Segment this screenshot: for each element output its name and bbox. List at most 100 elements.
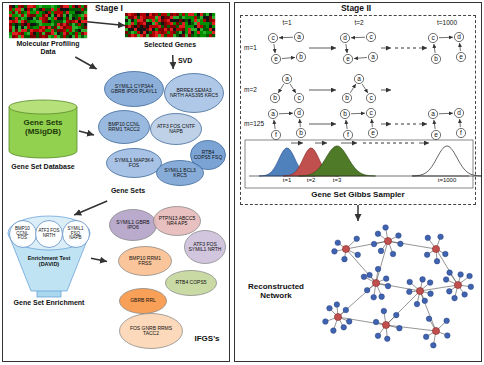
axis-label: t=2 bbox=[344, 19, 374, 26]
state-circle: f bbox=[343, 130, 353, 140]
text-holder: t=1000 bbox=[429, 177, 465, 184]
heatmap-image-text: Molecular Profiling Data bbox=[9, 40, 87, 55]
state-circle-text: f bbox=[343, 131, 353, 138]
text-holder: c bbox=[268, 34, 278, 41]
text-holder: c bbox=[294, 94, 304, 101]
state-circle: e bbox=[271, 54, 281, 64]
transition-arrow bbox=[346, 120, 347, 129]
gene-set-ellipse-text: ATF3 FOS CNTF NAPB bbox=[155, 124, 197, 135]
gene-set-ellipse: SYMIL1 CYP3A4 GBRB IPO6 PLAYL1 bbox=[104, 71, 164, 107]
transition-arrow bbox=[459, 119, 461, 127]
gene-set-ellipse: GBRB RRL bbox=[119, 288, 167, 314]
state-circle: a bbox=[368, 52, 378, 62]
state-circle: a bbox=[282, 74, 292, 84]
state-circle-text: b bbox=[342, 94, 352, 101]
state-circle: d bbox=[454, 32, 464, 42]
gene-set-ellipse-text: RTB4 COPS5 FSQ bbox=[194, 150, 223, 161]
gene-set-ellipse: SYMIL1 FSQ NAPB bbox=[62, 220, 90, 248]
axis-label: t=1 bbox=[272, 19, 302, 26]
state-circle: c bbox=[268, 33, 278, 43]
gene-set-ellipse-text: SYMIL1 GBRB IPO6 bbox=[114, 220, 152, 231]
enrichment-funnel: Enrichment Test (DAVID) Gene Set Enrichme… bbox=[7, 215, 91, 311]
text-holder: a bbox=[268, 110, 278, 117]
state-circle: a bbox=[428, 109, 438, 119]
text-holder: f bbox=[456, 129, 466, 136]
stage-panel-text: Stage I bbox=[91, 4, 127, 13]
state-circle-text: c bbox=[366, 33, 376, 40]
sampler-figure bbox=[241, 16, 475, 204]
text-holder: a bbox=[282, 75, 292, 82]
text-holder: b bbox=[431, 55, 441, 62]
text-holder: IFGS's bbox=[189, 335, 225, 344]
transition-arrow bbox=[351, 113, 365, 115]
text-holder: m=2 bbox=[244, 86, 268, 93]
text-holder: e bbox=[431, 131, 441, 138]
state-circle: d bbox=[294, 108, 304, 118]
heat2-shape bbox=[125, 13, 215, 55]
gene-set-ellipse: SYMIL1 MAP3K4 FOS bbox=[106, 148, 162, 178]
transition-arrow bbox=[290, 84, 296, 93]
state-circle-text: e bbox=[271, 55, 281, 62]
state-circle-text: b bbox=[296, 129, 306, 136]
gene-set-ellipse: SYMIL1 GBRB IPO6 bbox=[109, 209, 157, 241]
text-holder: Molecular Profiling Data bbox=[9, 40, 87, 55]
text-holder: PTPN13 ABCC5 NR4 AP5 bbox=[158, 216, 196, 227]
text-holder: e bbox=[343, 55, 353, 62]
text-holder: BMP10 RRM1 FRSS bbox=[124, 256, 167, 267]
text-holder: d bbox=[454, 33, 464, 40]
state-circle-text: d bbox=[294, 109, 304, 116]
text-holder: a bbox=[368, 53, 378, 60]
state-circle-text: f bbox=[271, 131, 281, 138]
state-circle: e bbox=[431, 130, 441, 140]
state-circle: d bbox=[340, 33, 350, 43]
gene-set-ellipse-text: BMP10 RRM1 FRSS bbox=[124, 256, 167, 267]
state-circle-text: f bbox=[456, 129, 466, 136]
gene-set-ellipse: BMP10 CCNL FOS bbox=[9, 220, 37, 248]
text-holder: ATF3 FOS NRTH bbox=[38, 229, 60, 239]
state-circle-text: a bbox=[268, 110, 278, 117]
text-holder: Stage I bbox=[91, 4, 127, 13]
transition-arrow bbox=[439, 37, 453, 39]
state-circle-text: e bbox=[343, 55, 353, 62]
gene-set-ellipse: RTB4 COPS5 bbox=[165, 270, 217, 296]
text-holder: d bbox=[454, 109, 464, 116]
text-holder: b bbox=[296, 53, 306, 60]
state-circle-text: d bbox=[454, 33, 464, 40]
state-circle: b bbox=[340, 109, 350, 119]
state-circle: d bbox=[454, 108, 464, 118]
text-holder: RTB4 COPS5 bbox=[170, 280, 212, 286]
axis-label: t=1000 bbox=[427, 19, 467, 26]
transition-arrow bbox=[346, 44, 347, 53]
gene-set-ellipse: FOS GNRB RRMS TACC2 bbox=[119, 313, 183, 349]
gene-set-ellipse: BMP10 RRM1 FRSS bbox=[118, 246, 172, 276]
text-holder: SYMIL1 GBRB IPO6 bbox=[114, 220, 152, 231]
transition-arrow bbox=[434, 120, 435, 129]
transition-arrow bbox=[279, 37, 293, 39]
text-holder: e bbox=[456, 53, 466, 60]
gene-set-ellipse: BMP10 CCNL RRM1 TACC2 bbox=[98, 110, 150, 144]
state-circle-text: b bbox=[296, 53, 306, 60]
text-holder: GBRB RRL bbox=[124, 298, 162, 304]
text-holder: c bbox=[366, 94, 376, 101]
transition-arrow bbox=[282, 57, 295, 58]
state-circle-text: a bbox=[428, 110, 438, 117]
gene-set-ellipse: SYMIL1 BCL3 KRC5 bbox=[156, 160, 204, 186]
text-holder: Stage II bbox=[331, 4, 381, 13]
text-holder: Reconstructed Network bbox=[240, 283, 312, 301]
flow-arrow bbox=[75, 57, 96, 69]
transition-arrow bbox=[274, 120, 275, 129]
axis-label: m=2 bbox=[244, 86, 268, 93]
state-circle-text: d bbox=[454, 109, 464, 116]
flow-arrow bbox=[87, 22, 125, 26]
text-holder: Gene Set Enrichment bbox=[7, 299, 91, 307]
transition-arrow bbox=[371, 119, 373, 127]
text-holder: Enrichment Test (DAVID) bbox=[24, 255, 74, 267]
text-holder: ATF3 FOS SYMIL1 NRTH bbox=[188, 242, 222, 253]
stage-panel: Stage IMolecular Profiling DataSelected … bbox=[2, 2, 230, 362]
axis-label: t=3 bbox=[325, 177, 349, 184]
state-circle-text: a bbox=[368, 53, 378, 60]
state-circle-text: b bbox=[340, 110, 350, 117]
text-holder: b bbox=[340, 110, 350, 117]
text-holder: c bbox=[428, 34, 438, 41]
flow-arrow bbox=[172, 55, 174, 69]
